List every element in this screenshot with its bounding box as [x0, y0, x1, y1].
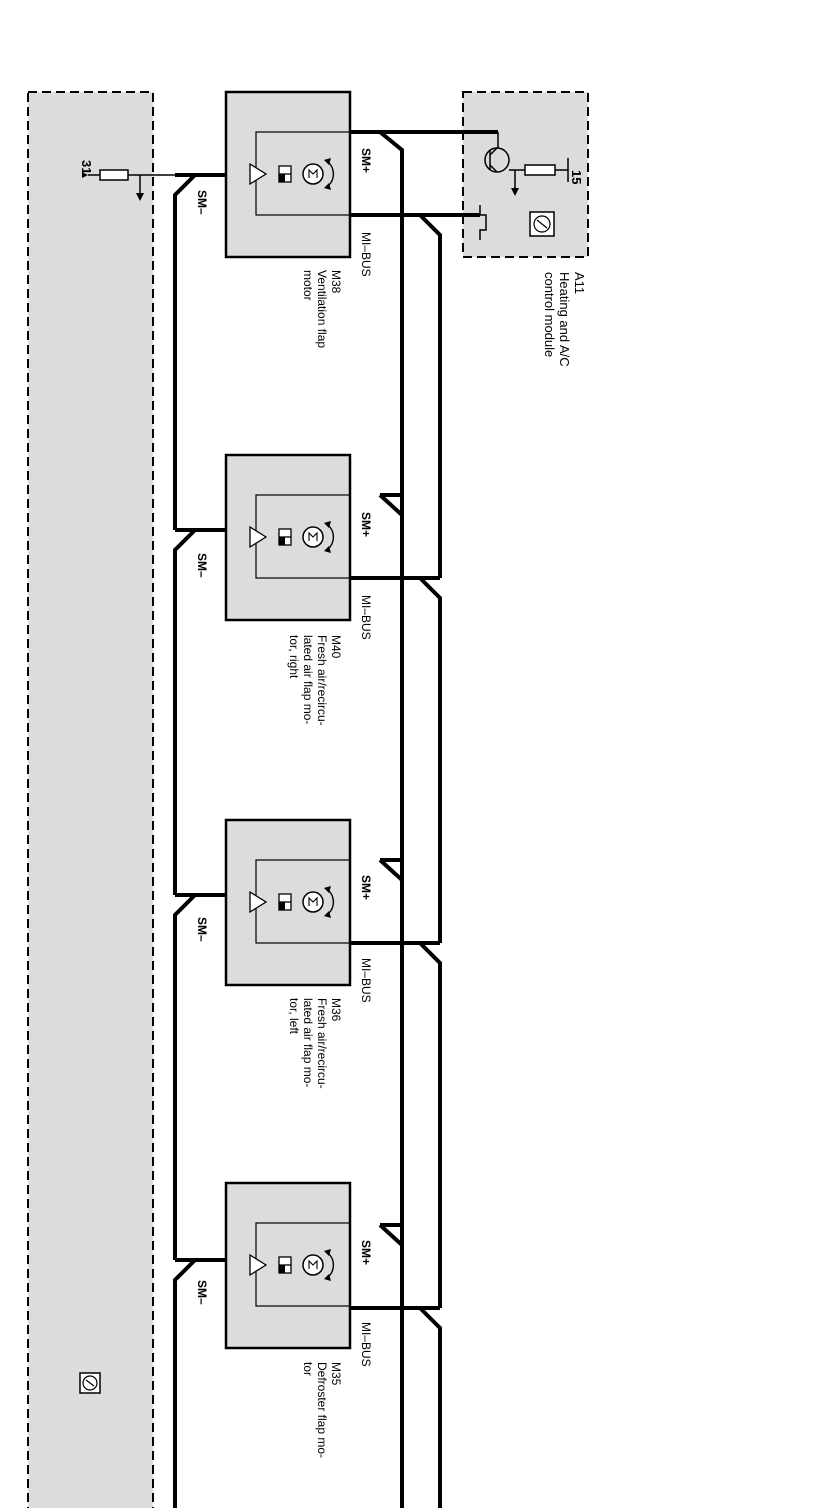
motor-m36-block — [224, 818, 352, 987]
sm-minus-bus — [173, 173, 226, 1508]
m38-bus-label: MI–BUS — [359, 232, 373, 277]
motor-m35-block — [224, 1181, 352, 1350]
m35-name-line1: Defroster flap mo- — [315, 1362, 329, 1458]
mi-bus-line — [350, 213, 442, 1508]
m40-sm-plus-label: SM+ — [359, 512, 373, 537]
sm-plus-bus — [378, 130, 404, 1508]
m35-name-line2: tor — [301, 1362, 315, 1376]
m38-sm-plus-label: SM+ — [359, 148, 373, 173]
m35-sm-plus-label: SM+ — [359, 1240, 373, 1265]
m38-code: M38 — [329, 270, 343, 294]
m40-bus-label: MI–BUS — [359, 595, 373, 640]
m38-sm-minus-label: SM– — [195, 190, 209, 215]
m35-sm-minus-label: SM– — [195, 1280, 209, 1305]
motors-layer — [224, 90, 352, 1350]
m40-sm-minus-label: SM– — [195, 553, 209, 578]
a11-name-line1: Heating and A/C — [557, 272, 572, 367]
motor-m40-block — [224, 453, 352, 622]
terminal-15-label: 15 — [569, 170, 584, 184]
m36-bus-label: MI–BUS — [359, 958, 373, 1003]
m36-sm-minus-label: SM– — [195, 917, 209, 942]
a11-code: A11 — [572, 272, 587, 294]
m38-name-line1: Ventilation flap — [315, 270, 329, 348]
m38-name-line2: motor — [301, 270, 315, 301]
m35-bus-label: MI–BUS — [359, 1322, 373, 1367]
m40-code: M40 — [329, 635, 343, 659]
m36-code: M36 — [329, 998, 343, 1022]
m40-name-line3: tor, right — [287, 635, 301, 679]
m36-sm-plus-label: SM+ — [359, 875, 373, 900]
left-module-box — [27, 91, 154, 1508]
m36-name-line1: Fresh air/recircu- — [315, 998, 329, 1089]
m36-name-line3: tor, left — [287, 998, 301, 1035]
ground-module-icon — [79, 1372, 101, 1394]
a11-name-line2: control module — [542, 272, 557, 357]
terminal-31-label: 31 — [79, 160, 94, 174]
m36-name-line2: lated air flap mo- — [301, 998, 315, 1087]
m40-name-line1: Fresh air/recircu- — [315, 635, 329, 726]
control-module-icon — [529, 211, 555, 237]
m40-name-line2: lated air flap mo- — [301, 635, 315, 724]
terminal-31-resistor — [82, 169, 175, 201]
m35-code: M35 — [329, 1362, 343, 1386]
motor-m38-block — [224, 90, 352, 259]
transistor-symbol — [484, 147, 569, 196]
